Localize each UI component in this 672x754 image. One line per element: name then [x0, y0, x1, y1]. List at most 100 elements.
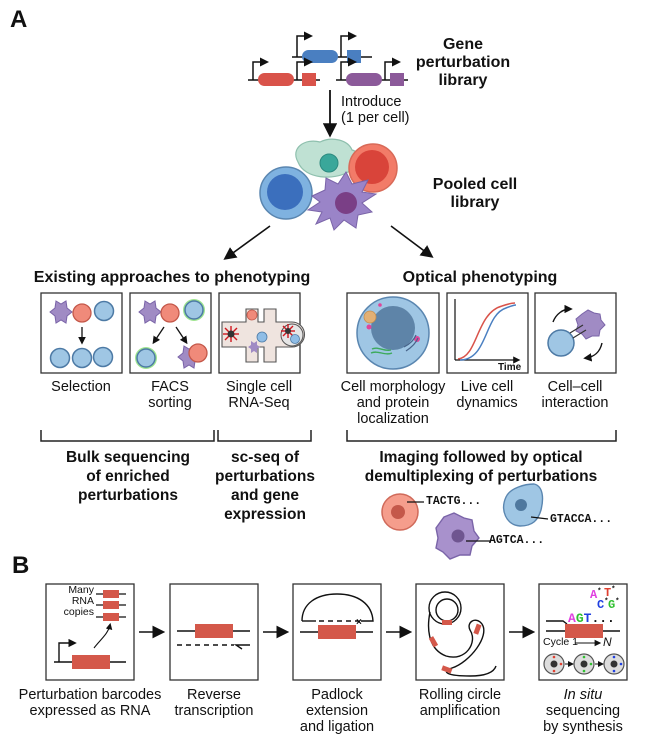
step2-label-line: Reverse	[187, 687, 241, 703]
rna-expression-icon	[54, 590, 126, 669]
inset-line: copies	[63, 606, 94, 619]
pooled-label-line: Pooled cell	[432, 176, 518, 193]
library-label-line: library	[438, 71, 488, 89]
facs-label-line: sorting	[148, 395, 192, 412]
read-sequence: AGT...	[568, 611, 615, 626]
pooled-cells-illustration	[259, 138, 398, 231]
selection-label: Selection	[51, 379, 111, 395]
morphology-label-line: and protein	[356, 395, 430, 412]
read-base: G	[575, 611, 584, 626]
barcode-3: GTACCA...	[550, 513, 613, 526]
base-g-text: G	[608, 598, 616, 612]
scrnaseq-label: Single cell RNA-Seq	[209, 379, 309, 411]
barcode-2: AGTCA...	[489, 534, 545, 547]
many-rna-copies-label: Many RNA copies	[56, 584, 94, 619]
optical-summary-line: demultiplexing of perturbations	[364, 467, 598, 485]
barcoded-cell-red	[381, 493, 424, 531]
scseq-label-line: expression	[224, 505, 306, 523]
svg-text:×: ×	[356, 617, 362, 628]
library-label-line: perturbation	[415, 53, 511, 71]
dynamics-label-line: Live cell	[460, 379, 514, 395]
optical-heading: Optical phenotyping	[402, 269, 558, 286]
scseq-label-line: sc-seq of	[230, 449, 300, 466]
introduce-label: Introduce (1 per cell)	[341, 94, 410, 126]
bulk-label-line: Bulk sequencing	[65, 449, 191, 466]
read-base: T	[583, 611, 592, 626]
step2-label: Reverse transcription	[164, 687, 264, 719]
step4-label-line: Rolling circle	[418, 687, 502, 703]
step5-label-line: sequencing	[545, 703, 621, 720]
scseq-label-line: and gene	[230, 486, 300, 504]
read-ellipsis: ...	[591, 611, 615, 626]
base-t-text: T	[604, 586, 612, 600]
step5-label-italic: In situ	[563, 687, 603, 703]
gene-construct-red	[248, 57, 320, 86]
bracket-scseq	[217, 430, 312, 442]
step5-label-line: by synthesis	[543, 719, 623, 736]
inset-line: RNA	[71, 595, 94, 608]
read-base: A	[568, 611, 576, 626]
barcode-1: TACTG...	[426, 495, 482, 508]
bulk-label: Bulk sequencing of enriched perturbation…	[48, 449, 208, 506]
step1-label: Perturbation barcodes expressed as RNA	[8, 687, 172, 719]
optical-summary-line: Imaging followed by optical	[379, 449, 583, 466]
dynamics-label-line: dynamics	[456, 395, 518, 412]
cycle-start-label: Cycle 1	[543, 636, 579, 648]
cell-interaction-icon	[547, 304, 606, 362]
base-a-text: A	[590, 588, 598, 602]
base-c: C*	[597, 598, 609, 612]
optical-summary-label: Imaging followed by optical demultiplexi…	[351, 449, 611, 487]
step1-label-line: Perturbation barcodes	[18, 687, 162, 703]
bulk-label-line: perturbations	[78, 486, 178, 504]
interaction-label-line: interaction	[541, 395, 609, 412]
base-a: A*	[590, 588, 602, 602]
interaction-label-line: Cell–cell	[547, 379, 603, 395]
reverse-transcription-icon	[177, 624, 250, 650]
morphology-label-line: localization	[357, 411, 429, 428]
cell-morphology-icon	[356, 296, 430, 370]
step3-label-line: and ligation	[299, 719, 375, 736]
padlock-icon: ×	[300, 593, 374, 639]
inset-line: Many	[68, 584, 94, 596]
time-axis-label: Time	[498, 362, 522, 373]
dynamics-label: Live cell dynamics	[437, 379, 537, 411]
facs-label: FACS sorting	[120, 379, 220, 411]
cycle-end-label: N	[603, 635, 612, 649]
base-g: G*	[608, 598, 620, 612]
step1-label-line: expressed as RNA	[29, 703, 151, 720]
step3-label-line: Padlock	[311, 687, 363, 703]
step2-box	[169, 583, 259, 681]
scrnaseq-label-line: RNA-Seq	[228, 395, 290, 412]
sequencing-icon	[543, 620, 625, 675]
step2-label-line: transcription	[174, 703, 254, 720]
introduce-label-line: Introduce	[341, 94, 402, 110]
step4-label: Rolling circle amplification	[405, 687, 515, 719]
arrow-to-optical	[390, 225, 434, 258]
scseq-label-line: perturbations	[215, 467, 315, 485]
step3-label: Padlock extension and ligation	[287, 687, 387, 736]
dynamics-plot-icon	[454, 299, 521, 364]
barcoded-cell-purple	[435, 512, 490, 560]
step4-label-line: amplification	[419, 703, 501, 720]
scrnaseq-label-line: Single cell	[225, 379, 293, 395]
bulk-label-line: of enriched	[86, 467, 170, 485]
gene-construct-blue	[292, 31, 372, 63]
step3-label-line: extension	[305, 703, 369, 720]
library-label: Gene perturbation library	[408, 36, 518, 90]
interaction-box	[534, 292, 617, 374]
barcoded-cell-blue	[502, 483, 549, 527]
scseq-label: sc-seq of perturbations and gene express…	[212, 449, 318, 525]
rolling-circle-icon	[427, 591, 497, 677]
arrow-to-existing	[223, 225, 271, 260]
step5-label: In situ sequencing by synthesis	[533, 687, 633, 736]
facs-label-line: FACS	[151, 379, 189, 395]
panel-a-letter: A	[10, 6, 28, 33]
morphology-label: Cell morphology and protein localization	[333, 379, 453, 428]
base-t: T*	[604, 586, 616, 600]
bracket-bulk	[40, 430, 215, 442]
pooled-label-line: library	[450, 193, 500, 211]
morphology-label-line: Cell morphology	[340, 379, 446, 395]
gene-construct-purple	[336, 57, 408, 86]
introduce-label-line: (1 per cell)	[341, 110, 410, 127]
